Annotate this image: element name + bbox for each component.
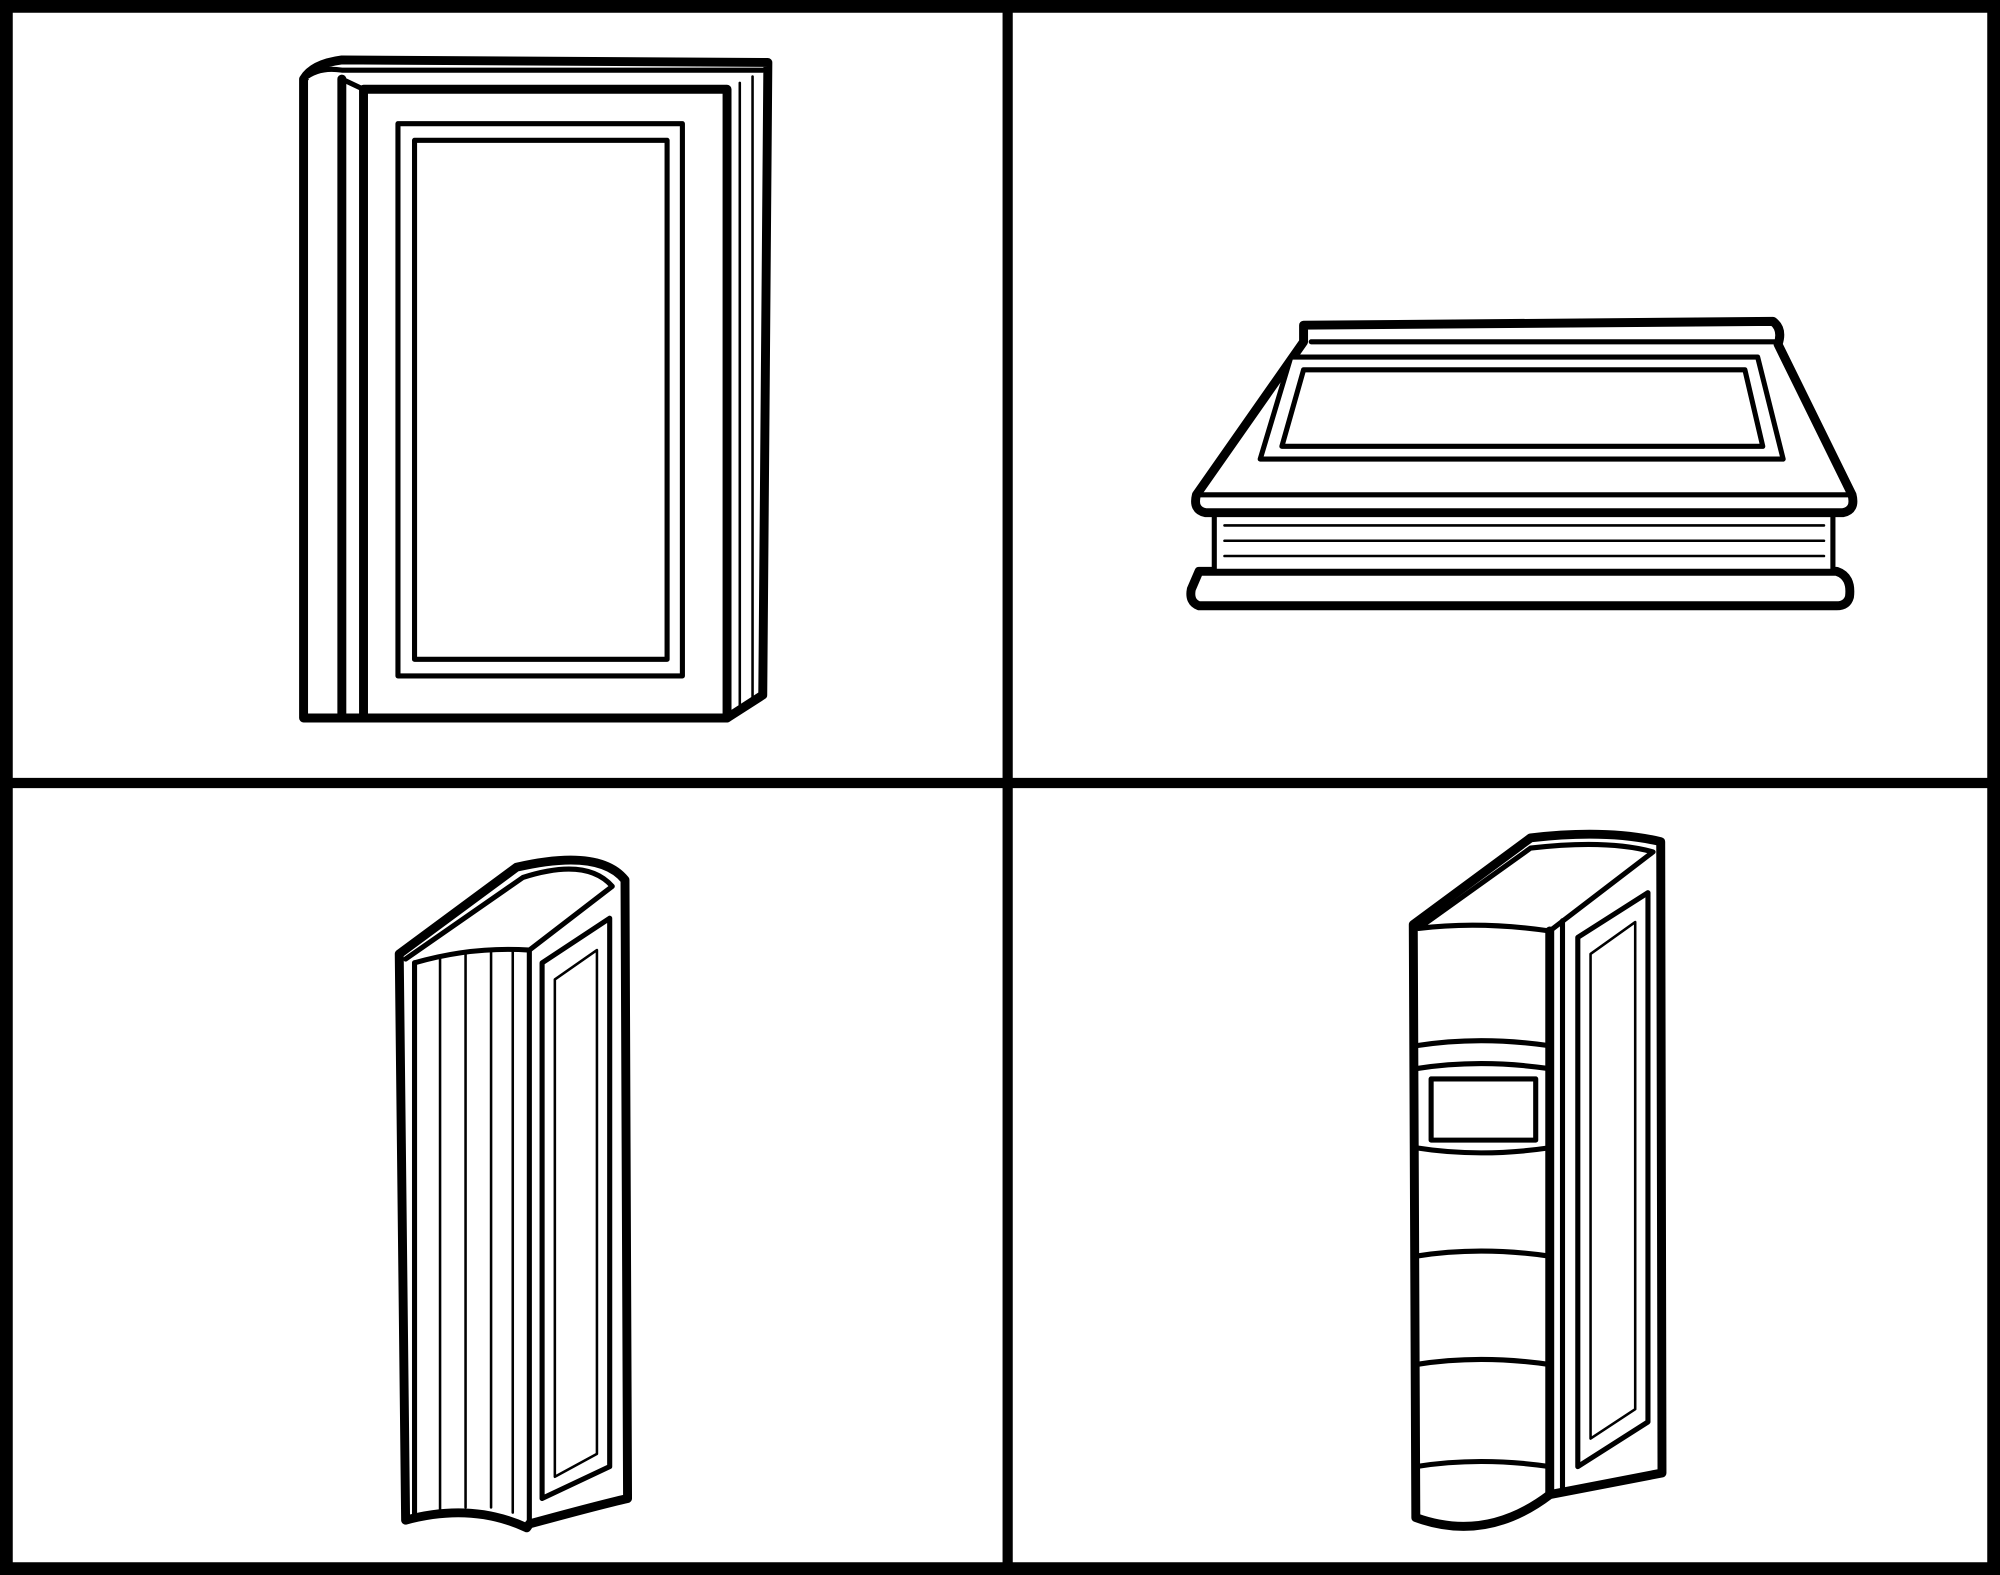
book-flat-view [1186, 316, 1858, 611]
book-spine-view [1408, 829, 1667, 1531]
book-fore-edge-view [394, 855, 633, 1533]
book-front-view [299, 55, 773, 723]
